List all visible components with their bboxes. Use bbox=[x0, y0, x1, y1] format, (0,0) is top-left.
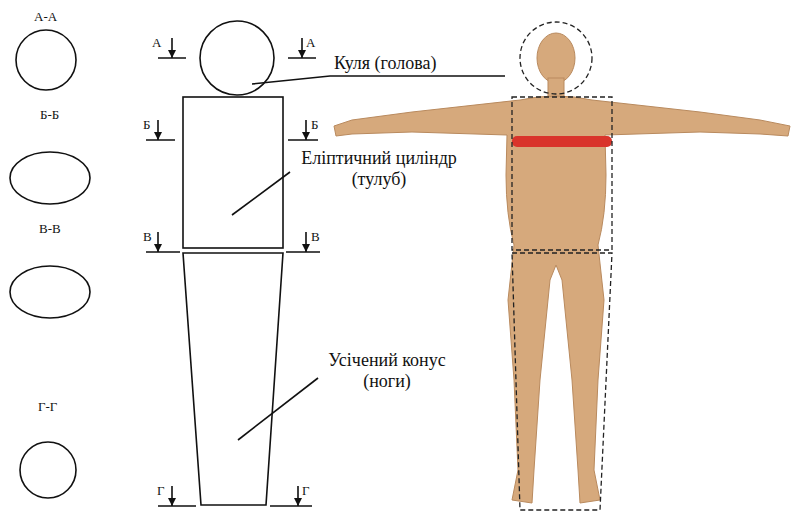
section-mark: В bbox=[311, 230, 320, 245]
section-mark: А bbox=[306, 36, 315, 51]
section-mark: В bbox=[143, 230, 152, 245]
section-title: А-А bbox=[34, 10, 57, 25]
section-title: В-В bbox=[39, 222, 61, 237]
callout-label: Куля (голова) bbox=[334, 53, 437, 74]
section-mark: Г bbox=[302, 484, 310, 499]
section-mark: Г bbox=[157, 484, 165, 499]
callout-label: Усічений конус (ноги) bbox=[316, 350, 458, 391]
section-mark: Б bbox=[311, 118, 318, 133]
section-title: Б-Б bbox=[40, 108, 59, 123]
callout-label: Еліптичний циліндр (тулуб) bbox=[290, 148, 468, 189]
section-mark: Б bbox=[143, 118, 150, 133]
section-title: Г-Г bbox=[38, 400, 57, 415]
section-mark: А bbox=[152, 36, 161, 51]
